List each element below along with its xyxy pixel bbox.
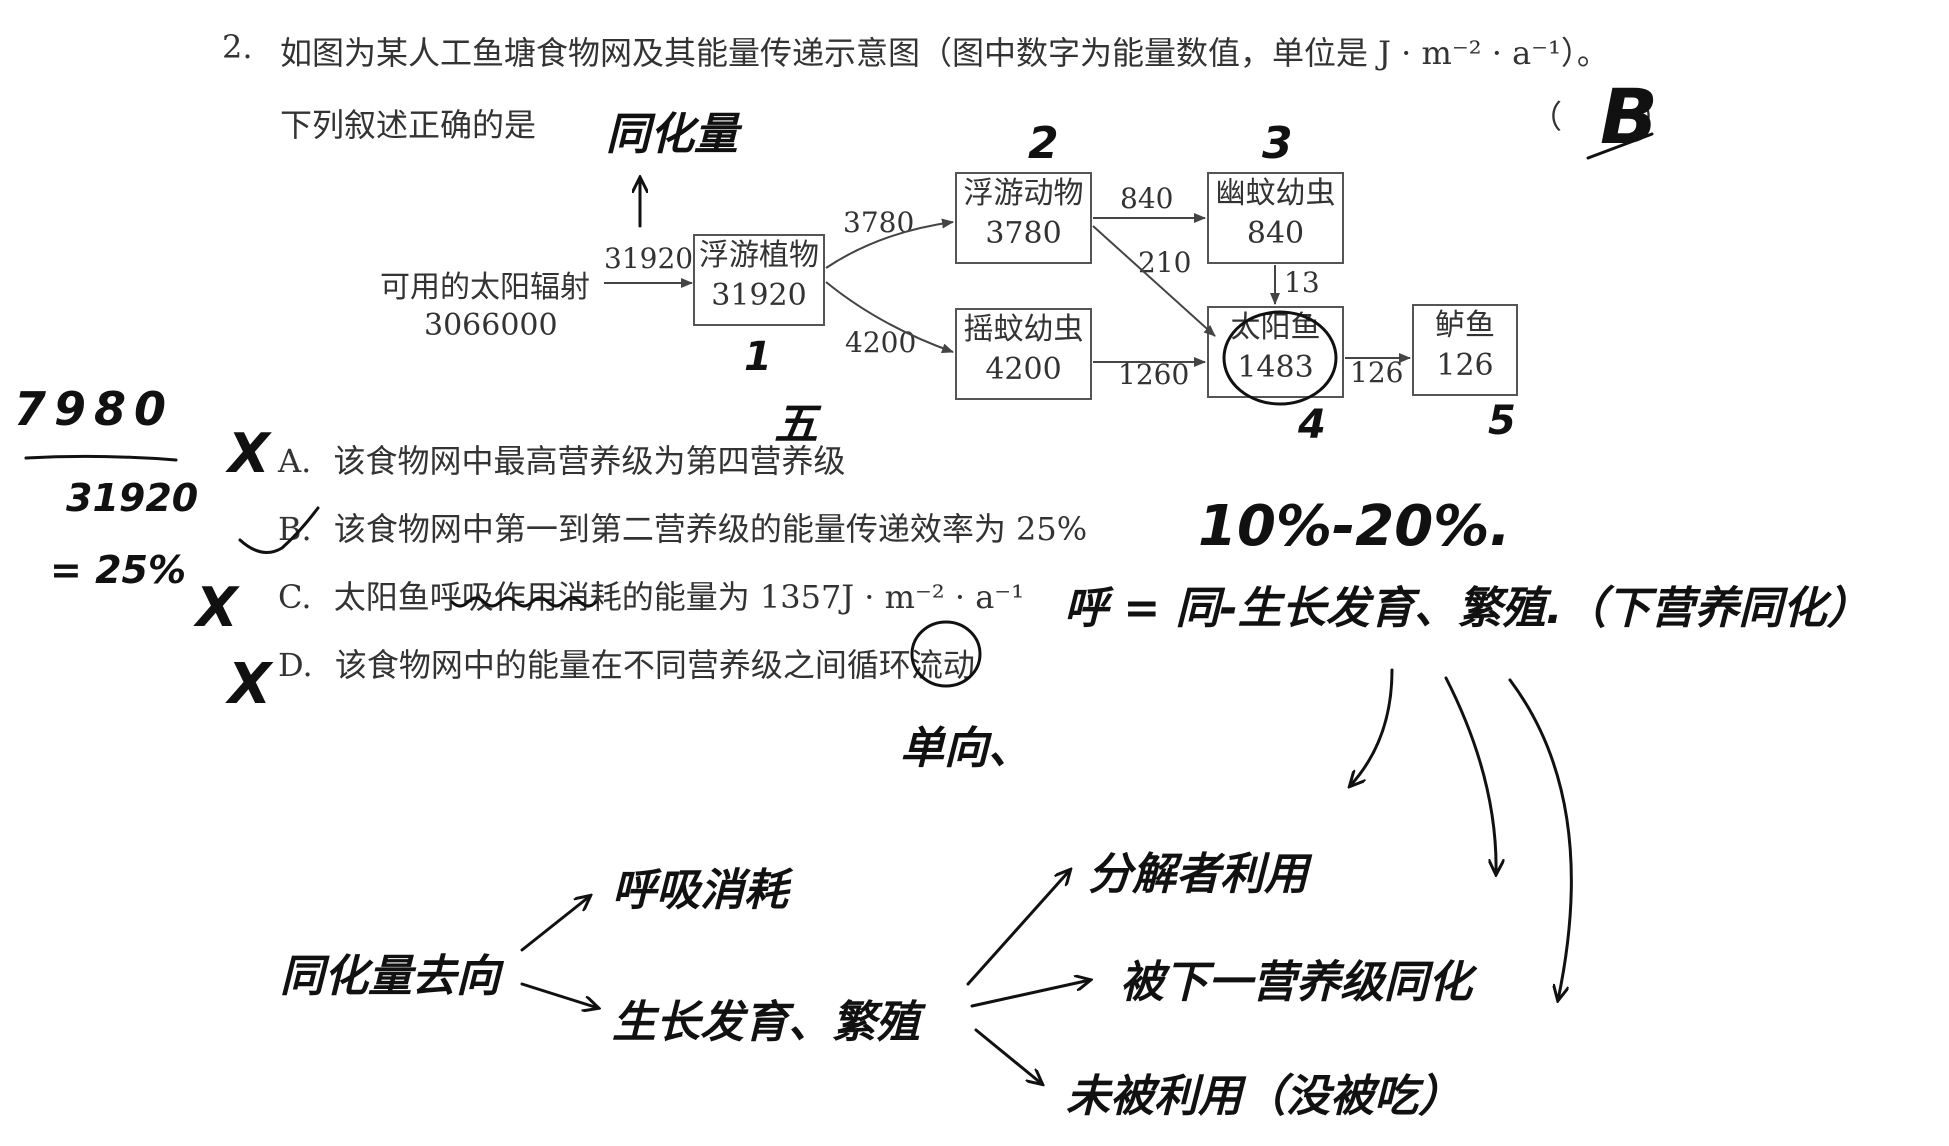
pen-arrow-to-next-level (1444, 676, 1496, 874)
answer-bracket-open: （ (1530, 98, 1563, 136)
hand-calc-denominator: 31920 (66, 476, 199, 520)
pen-arrow-root-to-resp (520, 896, 590, 952)
question-stem: 如图为某人工鱼塘食物网及其能量传递示意图（图中数字为能量数值，单位是 J · m… (280, 34, 1609, 72)
node-sunfish: 太阳鱼 1483 (1207, 306, 1344, 398)
hand-calc-result: = 25% (50, 548, 187, 592)
node-chironomid-larva: 摇蚊幼虫 4200 (955, 308, 1092, 400)
node-name: 摇蚊幼虫 (963, 312, 1084, 347)
pen-check-b (238, 506, 320, 554)
hand-flow-next: 被下一营养级同化 (1120, 957, 1472, 1008)
node-value: 31920 (711, 278, 807, 313)
hand-level-3: 3 (1262, 118, 1293, 169)
node-value: 4200 (985, 352, 1062, 387)
option-letter: A. (278, 442, 312, 480)
option-text: 该食物网中最高营养级为第四营养级 (333, 442, 846, 480)
hand-flow-decomp: 分解者利用 (1088, 849, 1308, 900)
option-letter: D. (278, 646, 313, 684)
node-name: 浮游动物 (963, 176, 1084, 211)
pen-arrow-growth-to-next (970, 980, 1090, 1008)
option-letter: C. (278, 578, 312, 616)
pen-wavy-underline-respiration (450, 596, 598, 608)
pen-circle-cycle (910, 620, 982, 688)
hand-level-5-roman: 五 (774, 399, 818, 450)
pen-arrow-root-to-growth (520, 982, 598, 1008)
arrow-phytoplankton-to-chironomid (825, 281, 954, 354)
answer-bracket-close: ） (1640, 98, 1673, 136)
hand-mark-c: X (196, 576, 238, 639)
flow-label-mosquito: 840 (1120, 182, 1174, 215)
option-text: 太阳鱼呼吸作用消耗的能量为 1357J · m⁻² · a⁻¹ (333, 578, 1025, 616)
flow-label-midge-sunfish: 1260 (1118, 358, 1190, 391)
pen-circle-sunfish (1222, 310, 1338, 406)
flow-label-mosquito-sunfish: 13 (1284, 266, 1320, 299)
option-letter: B. (278, 510, 312, 548)
pen-arrow-growth-to-decomp (966, 870, 1070, 986)
node-name: 鲈鱼 (1435, 308, 1495, 343)
option-text: 该食物网中第一到第二营养级的能量传递效率为 25% (333, 510, 1088, 548)
hand-assimilation-note: 同化量 (606, 109, 738, 160)
pen-fraction-bar (24, 454, 178, 462)
hand-mark-d: X (228, 652, 272, 717)
question-prompt: 下列叙述正确的是 (280, 106, 537, 144)
node-perch: 鲈鱼 126 (1412, 304, 1518, 396)
hand-level-5: 5 (1488, 398, 1516, 444)
node-value: 1483 (1237, 350, 1314, 385)
hand-level-4: 4 (1298, 402, 1326, 448)
hand-level-1: 1 (744, 334, 772, 380)
flow-label-perch: 126 (1350, 356, 1404, 389)
node-value: 3780 (985, 216, 1062, 251)
hand-flow-resp: 呼吸消耗 (612, 865, 788, 916)
hand-flow-growth: 生长发育、繁殖 (612, 997, 920, 1048)
hand-flow-root: 同化量去向 (280, 951, 500, 1002)
option-c: C. 太阳鱼呼吸作用消耗的能量为 1357J · m⁻² · a⁻¹ (278, 572, 1024, 618)
pen-arrow-to-decomposer (1350, 668, 1394, 786)
handwritten-marks (24, 132, 1654, 1084)
hand-level-2: 2 (1028, 118, 1059, 169)
hand-calc-numerator: 7980 (14, 382, 175, 436)
hand-flow-unused: 未被利用（没被吃） (1066, 1071, 1462, 1122)
option-text: 该食物网中的能量在不同营养级之间循环流动 (334, 646, 975, 684)
node-name: 浮游植物 (699, 238, 819, 273)
hand-answer: B (1600, 72, 1658, 161)
arrow-zooplankton-to-sunfish (1092, 225, 1216, 337)
flow-label-sun: 31920 (604, 242, 694, 275)
pen-arrow-growth-to-unused (974, 1028, 1042, 1084)
node-phytoplankton: 浮游植物 31920 (693, 234, 825, 326)
hand-respiration-note: 呼 = 同-生长发育、繁殖.（下营养同化） (1064, 583, 1871, 634)
option-a: A. 该食物网中最高营养级为第四营养级 (278, 436, 845, 482)
pen-answer-underline (1586, 132, 1654, 160)
food-web-arrows (604, 213, 1411, 367)
node-value: 126 (1436, 348, 1494, 383)
pen-arrow-to-unused (1508, 678, 1573, 1000)
hand-mark-a: X (228, 422, 270, 485)
hand-one-way-note: 单向、 (900, 723, 1032, 774)
source-label: 可用的太阳辐射 (380, 270, 590, 305)
node-value: 840 (1246, 216, 1305, 251)
source-value: 3066000 (424, 308, 558, 343)
node-mosquito-larva: 幽蚊幼虫 840 (1207, 172, 1344, 264)
option-d: D. 该食物网中的能量在不同营养级之间循环流动 (278, 640, 975, 686)
hand-efficiency-range: 10%-20%. (1198, 494, 1511, 559)
option-b: B. 该食物网中第一到第二营养级的能量传递效率为 25% (278, 504, 1087, 550)
node-name: 幽蚊幼虫 (1215, 176, 1336, 211)
node-zooplankton: 浮游动物 3780 (955, 172, 1092, 264)
arrow-phytoplankton-to-zooplankton (825, 218, 954, 269)
question-number: 2. (222, 28, 253, 66)
